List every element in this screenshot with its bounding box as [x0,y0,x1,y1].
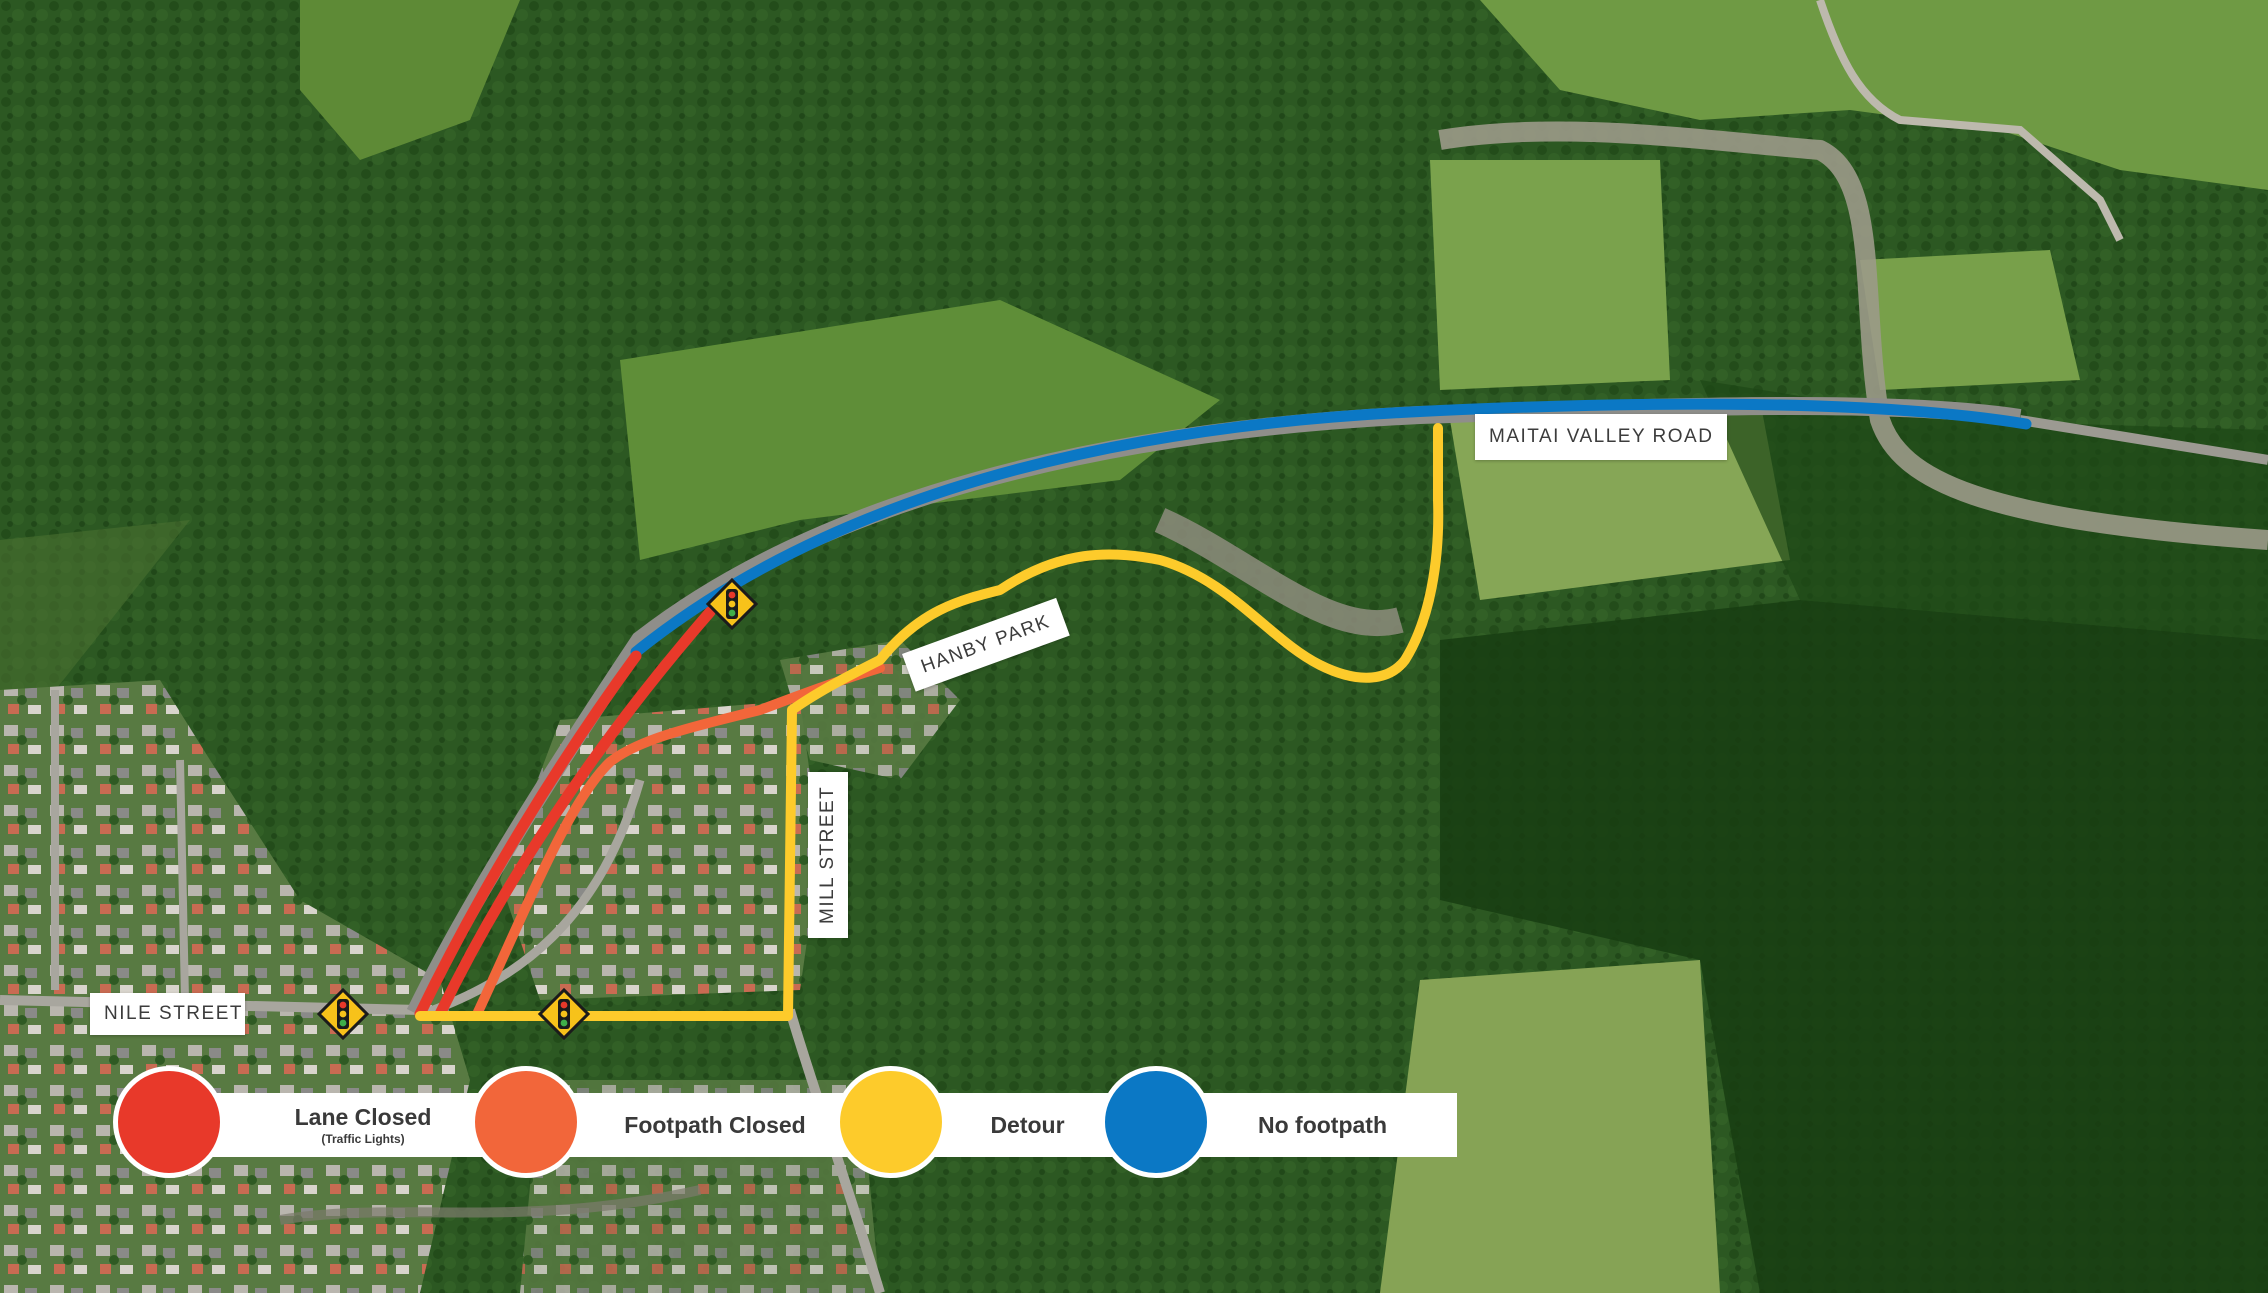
legend-lane-closed-box: Lane Closed (Traffic Lights) [183,1093,525,1157]
traffic-light-sign-icon [316,987,370,1041]
street-label-mill: MILL STREET [808,771,848,938]
legend-no-footpath-label: No footpath [1257,1111,1387,1138]
lane-closed-route-east [434,606,716,1020]
no-footpath-route [630,398,2032,658]
traffic-light-sign-icon [537,987,591,1041]
legend-footpath-closed-box: Footpath Closed [540,1093,872,1157]
rural-track [1816,0,2124,242]
pasture-north-east [1480,0,2268,190]
no-footpath-swatch [1100,1066,1212,1178]
detour-swatch [835,1066,947,1178]
lane-closed-swatch [113,1066,225,1178]
detour-route [415,423,1444,1021]
paddock-south [1380,960,1720,1293]
legend-lane-closed-sublabel: (Traffic Lights) [321,1132,405,1146]
sports-field [1430,160,1670,390]
park-lawn [620,300,1220,560]
traffic-light-sign-icon [705,577,759,631]
legend-detour-label: Detour [990,1111,1065,1138]
legend-footpath-closed-label: Footpath Closed [624,1111,806,1138]
paddock-far-east [1860,250,2080,390]
lane-closed-route-west [414,650,642,1020]
hill-clearing [300,0,520,160]
street-label-nile: NILE STREET [90,993,245,1035]
street-label-maitai: MAITAI VALLEY ROAD [1475,414,1728,460]
maitai-river [1438,121,2268,550]
legend-lane-closed-label: Lane Closed [294,1104,432,1130]
footpath-closed-route [473,663,885,1017]
legend-no-footpath-box: No footpath [1170,1093,1457,1157]
pine-forest [1440,600,2268,1293]
footpath-closed-swatch [470,1066,582,1178]
